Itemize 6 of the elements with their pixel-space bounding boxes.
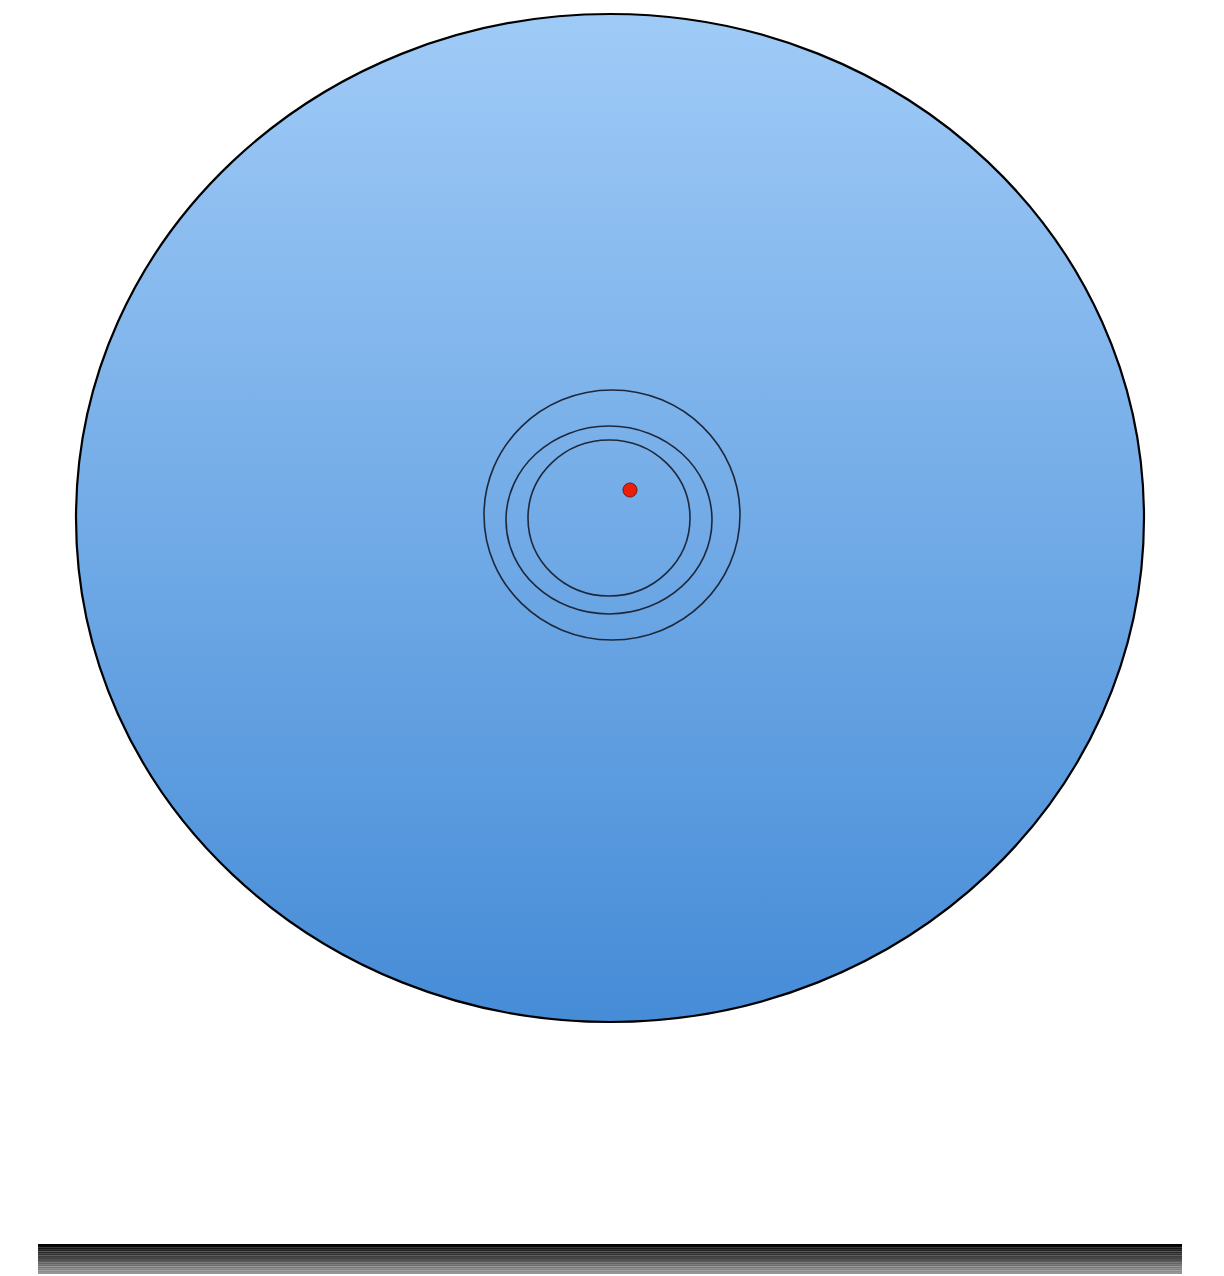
ring [505, 425, 713, 615]
bar [38, 1244, 1182, 1275]
disc [74, 12, 1146, 1024]
dot [622, 482, 638, 498]
ring [483, 389, 741, 641]
ring [527, 439, 691, 597]
